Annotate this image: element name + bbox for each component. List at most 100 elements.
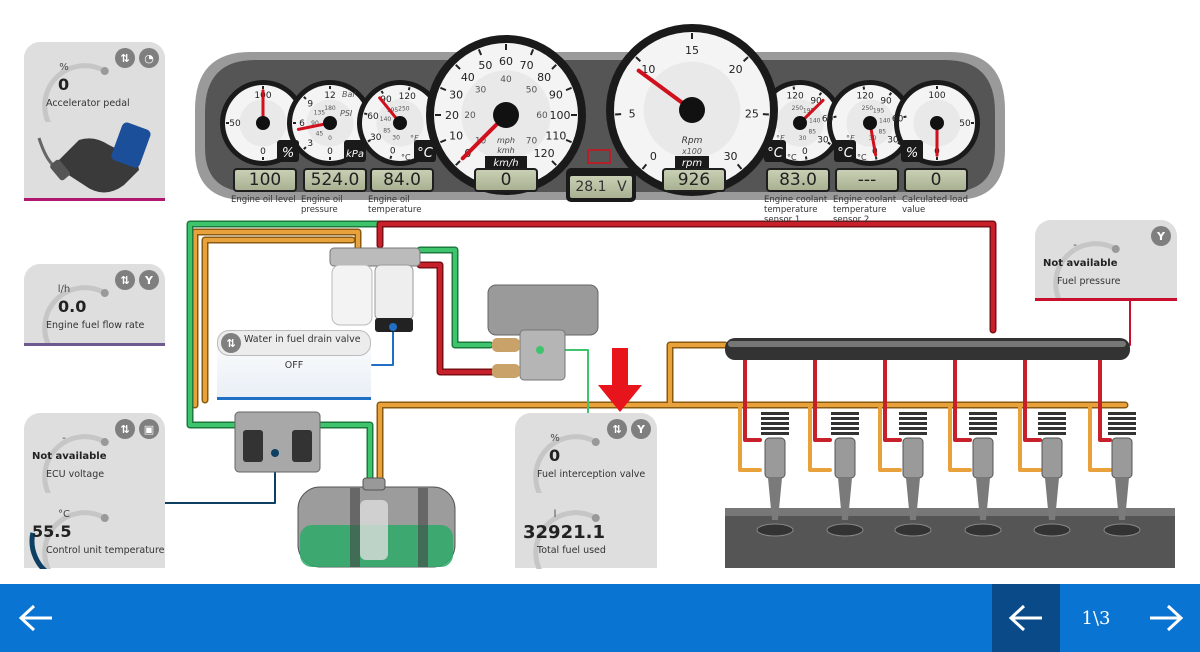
widget-value: 0 — [549, 446, 561, 465]
injector — [756, 412, 794, 537]
gauge-label: Engine oil level — [231, 195, 296, 205]
gauge-label: Engine oil pressure — [301, 195, 343, 215]
fuel-pressure-color-bar — [1035, 298, 1177, 301]
gauge-label: Calculated load value — [902, 195, 968, 215]
display-value: 926 — [664, 170, 724, 190]
gauge-tick-label: 120 — [857, 92, 874, 102]
gauge-value: 524.0 — [305, 170, 365, 190]
gauge-tick-label: 0 — [802, 147, 808, 157]
gauge-value: 0 — [906, 170, 966, 190]
next-page-button[interactable] — [1132, 584, 1200, 652]
gauge-inner-tick-label: 40 — [500, 75, 512, 85]
speed-display: 0 — [474, 168, 538, 192]
gauge-inner-tick-label: 140 — [380, 116, 392, 123]
widget-arc — [1053, 241, 1120, 300]
gauge-tick — [565, 138, 572, 144]
gauge-tick — [635, 56, 642, 63]
high-pressure-line — [378, 222, 995, 374]
widget-value: 32921.1 — [523, 522, 605, 543]
gauge-unit: °C — [837, 146, 854, 161]
fuel-system-icon[interactable]: Y — [1151, 226, 1171, 246]
gauge-tick-label: 120 — [399, 92, 416, 102]
gauge-tick — [440, 86, 447, 92]
water-sensor-wire — [371, 327, 394, 366]
gauge-tick — [792, 86, 796, 90]
rpm-multiplier: x100 — [681, 147, 702, 156]
gauge-tick — [874, 156, 878, 160]
gauge-tick-label: 90 — [380, 95, 392, 105]
widget-unit: °C — [58, 509, 70, 520]
fuel-system-icon[interactable]: Y — [631, 419, 651, 439]
gauge-tick-label: 10 — [449, 130, 463, 143]
gauge-inner-tick-label: 140 — [879, 117, 891, 124]
fuel-tank — [297, 477, 456, 568]
actuator-test-icon[interactable]: ⇅ — [115, 270, 135, 290]
fuel-system-icon[interactable]: Y — [139, 270, 159, 290]
ecu-icon[interactable]: ▣ — [139, 419, 159, 439]
gauge-tick-label: 9 — [307, 99, 313, 109]
widget-arc — [29, 510, 109, 569]
gauge-tick — [303, 96, 307, 100]
gauge-tick — [736, 163, 743, 170]
gauge-tick-label: 90 — [880, 96, 892, 106]
gauge-tick — [529, 49, 535, 56]
gauge-label: Engine oil temperature — [368, 195, 422, 215]
gauge-tick-label: 120 — [534, 147, 555, 160]
return-line-main — [193, 230, 1127, 482]
gauge-hub — [863, 116, 877, 130]
actuator-test-icon[interactable]: ⇅ — [115, 48, 135, 68]
widget-level-arc — [29, 532, 48, 569]
gauge-tick-label: 40 — [461, 71, 475, 84]
gauge-inner-tick-label: 250 — [398, 106, 410, 113]
widget-arc — [533, 434, 600, 493]
gauge-inner-tick-label: 250 — [862, 105, 874, 112]
gauge-hub — [256, 116, 270, 130]
speed-unit-tab — [485, 156, 527, 168]
gauge-tick — [407, 87, 411, 91]
actuator-test-icon[interactable]: ⇅ — [607, 419, 627, 439]
gauge-unit: °C — [767, 146, 784, 161]
gauge-tick-label: 90 — [810, 96, 822, 106]
rpm-unit-tab — [675, 156, 709, 168]
gauge-tick-label: 60 — [822, 114, 834, 124]
accelerator-color-bar — [24, 198, 165, 201]
gauge-inner-unit: °F — [410, 134, 419, 143]
speed-unit: km/h — [493, 158, 518, 169]
previous-page-button[interactable] — [992, 584, 1060, 652]
gauge-inner-tick-label: 20 — [464, 111, 476, 121]
gauge-tick — [440, 138, 447, 144]
water-drain-valve-panel[interactable]: ⇅ Water in fuel drain valve OFF — [217, 330, 371, 400]
gauge-display-oil-pressure: 524.0 — [303, 168, 367, 192]
gauge-tick-label: 50 — [478, 59, 492, 72]
gauge-tick-label: 60 — [499, 55, 513, 68]
widget-unit: - — [1073, 240, 1077, 251]
gauge-small-unit: °C — [857, 153, 867, 162]
gauge-value: 83.0 — [768, 170, 828, 190]
actuator-test-icon[interactable]: ⇅ — [115, 419, 135, 439]
gauge-unit-tab — [344, 140, 366, 162]
gauge-tick-label: 70 — [520, 59, 534, 72]
injector — [1033, 412, 1071, 537]
back-button[interactable] — [0, 584, 72, 652]
gauge-tick — [804, 156, 808, 160]
actuator-test-icon[interactable]: ⇅ — [221, 333, 241, 353]
gauge-unit: % — [906, 146, 918, 161]
gauge-tick — [641, 163, 648, 170]
gauge-tick-label: 30 — [449, 88, 463, 101]
gauge-inner-tick-label: 85 — [878, 129, 886, 136]
rpm-display: 926 — [662, 168, 726, 192]
gauge-tick-label: 5 — [629, 107, 636, 120]
speedometer-icon[interactable]: ◔ — [139, 48, 159, 68]
gauge-tick — [389, 155, 393, 159]
gauge-inner-tick-label: 140 — [809, 117, 821, 124]
